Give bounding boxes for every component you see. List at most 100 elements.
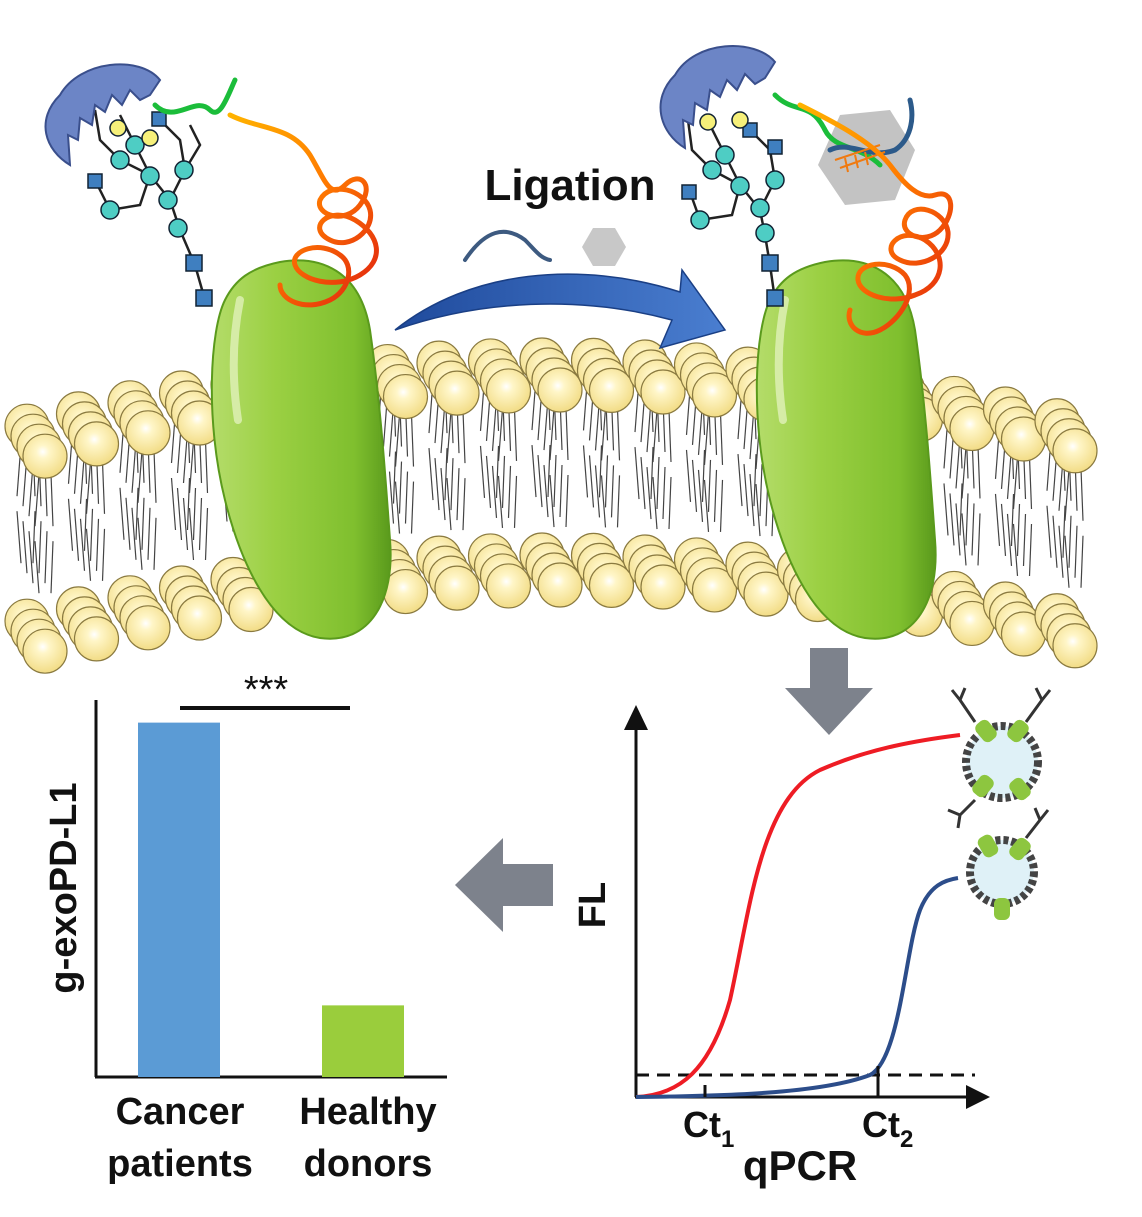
lipid-tail: [119, 487, 125, 540]
lipid-tail: [34, 474, 40, 527]
left-glycan-monosaccharides: [87, 111, 213, 307]
lipid-tail: [565, 475, 569, 528]
lipid-tail: [153, 517, 157, 570]
lipid-tail: [392, 451, 397, 504]
lipid-tail: [434, 458, 440, 511]
lipid-tail: [479, 445, 486, 498]
lipid-tail: [50, 474, 54, 527]
lipid-tail: [125, 497, 131, 550]
lipid-tail: [79, 518, 86, 571]
lipid-tail: [446, 411, 452, 464]
lipid-head: [691, 372, 738, 418]
lipid-tail: [697, 469, 704, 522]
ligation-label: Ligation: [484, 161, 655, 210]
lipid-tail: [398, 461, 403, 514]
lipid-tail: [685, 449, 692, 502]
lipid-tail: [1046, 505, 1052, 558]
hexagon-icon: [582, 228, 626, 266]
ct1-label: Ct1: [683, 1104, 734, 1153]
lipid-head: [1052, 428, 1098, 474]
lipid-tail: [491, 465, 498, 518]
lipid-tail: [182, 497, 189, 551]
lipid-tail: [713, 469, 718, 522]
left-glycoprotein: [210, 259, 392, 640]
qpcr-y-label: FL: [572, 882, 614, 928]
lipid-tail: [462, 478, 466, 531]
lipid-tail: [749, 474, 755, 527]
lipid-tail: [650, 447, 654, 500]
lipid-tail: [176, 487, 183, 541]
bar-cancer-patients: [138, 722, 220, 1077]
lipid-tail: [1012, 456, 1019, 510]
lipid-tail: [1022, 513, 1027, 566]
ct2-label: Ct2: [862, 1104, 913, 1153]
lipid-tail: [1028, 523, 1033, 576]
lipid-tail: [394, 414, 401, 467]
lipid-tail: [1000, 503, 1007, 557]
lipid-tail: [955, 503, 961, 556]
lipid-tail: [32, 511, 36, 564]
lipid-tail: [703, 479, 710, 532]
lipid-tail: [604, 455, 609, 508]
lipid-tail: [83, 498, 88, 551]
lipid-tail: [73, 508, 80, 561]
lipid-tail: [943, 483, 949, 536]
lipid-tail: [537, 454, 543, 508]
lipid-tail: [616, 408, 621, 461]
lipid-tail: [1058, 525, 1064, 578]
lipid-tail: [719, 479, 724, 532]
lipid-tail: [588, 455, 595, 508]
lipid-tail: [553, 455, 557, 508]
lipid-tail: [204, 507, 209, 561]
lipid-tail: [1064, 535, 1070, 588]
lipid-tail: [610, 465, 615, 518]
lipid-tail: [646, 466, 652, 520]
lipid-head: [691, 567, 738, 613]
lipid-tail: [186, 477, 191, 531]
lipid-tail: [147, 507, 151, 560]
lipid-tail: [410, 414, 415, 467]
lipid-tail: [1010, 493, 1015, 546]
ct2-main: Ct: [862, 1104, 900, 1145]
lipid-tail: [652, 409, 658, 463]
right-glycoprotein: [755, 259, 937, 640]
lipid-tail: [743, 464, 749, 517]
lipid-tail: [543, 464, 549, 518]
lipid-head: [22, 628, 68, 674]
lipid-tail: [204, 440, 209, 494]
lipid-tail: [137, 517, 143, 570]
lipid-tail: [1006, 513, 1013, 567]
ct1-subscript: 1: [721, 1126, 734, 1153]
bar-chart-y-label: g-exoPD-L1: [43, 782, 85, 993]
lipid-tail: [600, 475, 607, 528]
lipid-head: [176, 595, 223, 641]
lipid-tail: [89, 508, 94, 561]
significance-label: ***: [244, 669, 289, 711]
lipid-tail: [703, 412, 710, 465]
lipid-tail: [16, 511, 22, 564]
lipid-tail: [85, 461, 92, 514]
lipid-tail: [547, 445, 551, 498]
lipid-tail: [394, 481, 401, 534]
lipid-tail: [559, 465, 563, 518]
lipid-tail: [38, 521, 42, 574]
left-lectin: [44, 63, 162, 167]
lipid-tail: [707, 459, 712, 512]
lipid-tail: [691, 459, 698, 512]
lipid-head: [537, 367, 583, 413]
lipid-tail: [549, 407, 555, 461]
bar-chart: *** g-exoPD-L1 Cancer patients Healthy d…: [43, 669, 447, 1185]
exosome-high-icon: [947, 687, 1052, 829]
lipid-head: [640, 564, 686, 610]
right-ligated-probe: [772, 92, 954, 336]
lipid-tail: [507, 465, 512, 518]
lipid-head: [640, 369, 686, 415]
exosome-low-icon: [966, 807, 1050, 920]
lipid-tail: [565, 408, 569, 461]
lipid-tail: [444, 448, 448, 501]
lipid-tail: [701, 449, 706, 502]
lipid-head: [485, 368, 532, 414]
lipid-head: [22, 433, 68, 479]
